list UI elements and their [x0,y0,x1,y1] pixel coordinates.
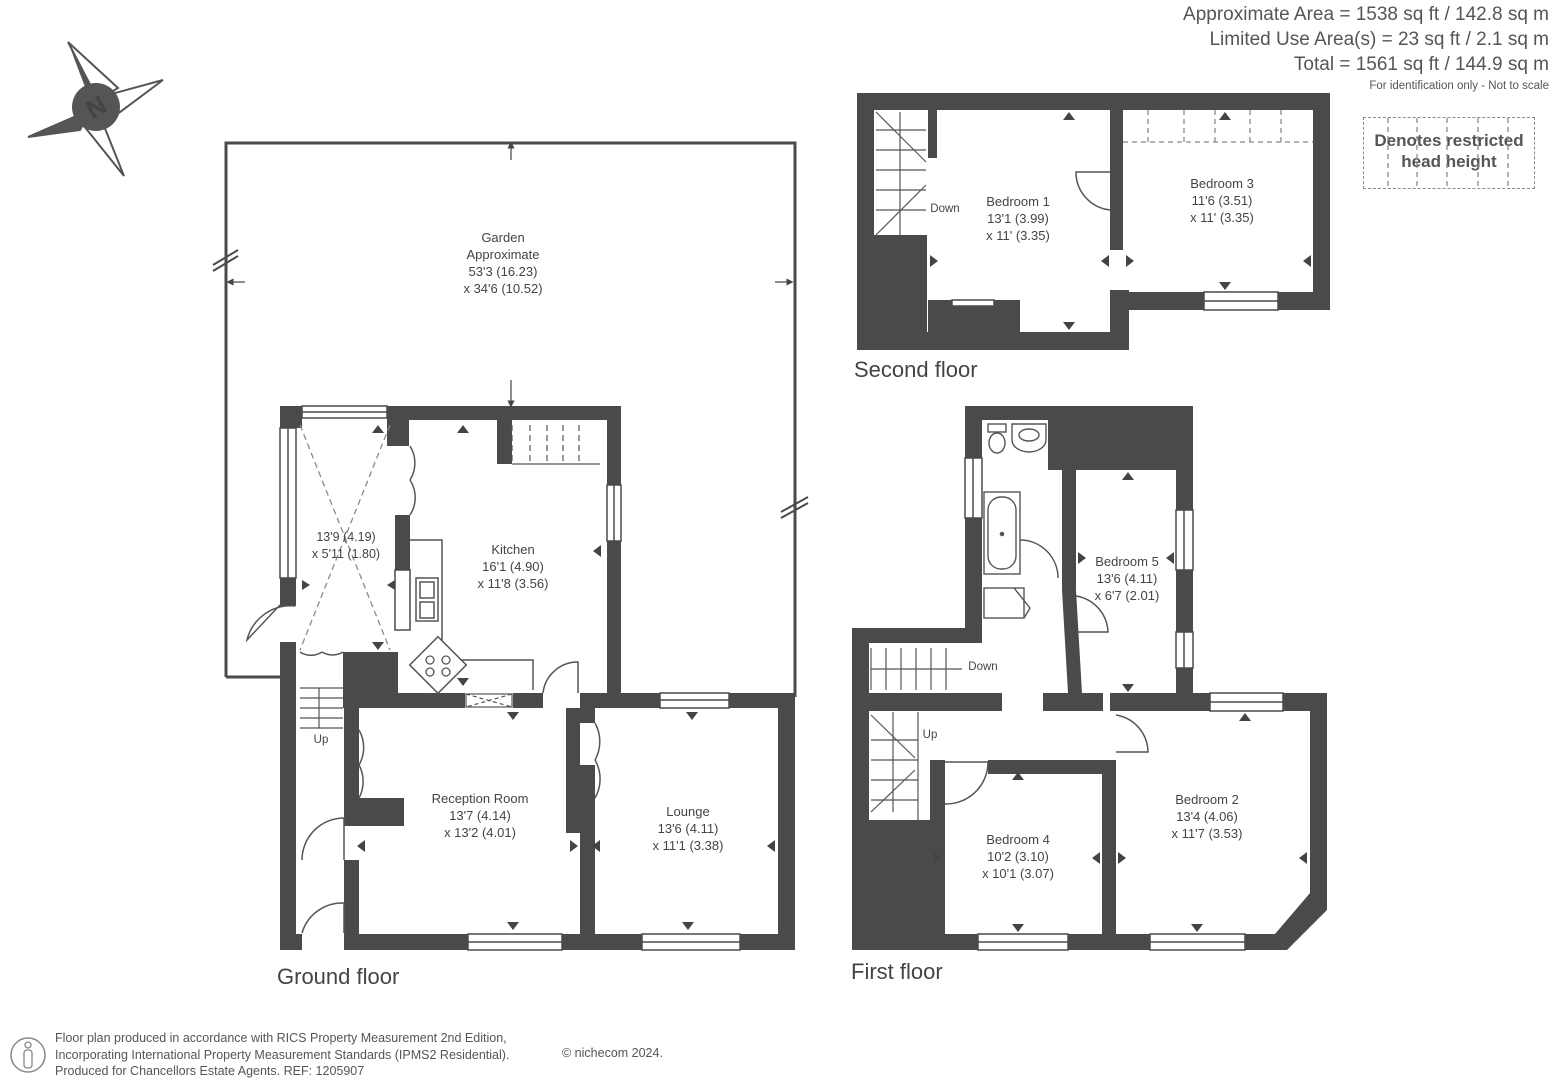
bedroom1-name: Bedroom 1 [986,194,1050,209]
first-floor-walls [852,406,1327,950]
first-stairs-up-label: Up [923,729,938,741]
footer-line-3: Produced for Chancellors Estate Agents. … [55,1064,365,1078]
ground-floor-windows [279,405,741,951]
restricted-height-legend: Denotes restricted head height [1363,117,1535,189]
person-icon [10,1037,46,1073]
dimension-triangles-second [930,112,1311,330]
garden-dim2: x 34'6 (10.52) [463,281,542,296]
second-floor-doors [1075,171,1111,211]
bedroom4-name: Bedroom 4 [986,832,1050,847]
kitchen-name: Kitchen [491,542,534,557]
ground-floor-doors [245,445,601,934]
bedroom1-dim2: x 11' (3.35) [986,228,1050,243]
bedroom2-dim2: x 11'7 (3.53) [1172,826,1243,841]
dimension-triangles-ground [302,425,775,930]
bedroom3-restricted-dashes [1123,110,1313,143]
bedroom5-dim1: 13'6 (4.11) [1097,571,1158,586]
footer-line-1: Floor plan produced in accordance with R… [55,1031,507,1045]
kitchen-dim2: x 11'8 (3.56) [478,576,549,591]
bedroom3-dim1: 11'6 (3.51) [1192,193,1253,208]
bedroom3-name: Bedroom 3 [1190,176,1254,191]
dimension-triangles-first [934,472,1307,932]
conservatory-dim1: 13'9 (4.19) [316,530,375,544]
bedroom1-dim1: 13'1 (3.99) [987,211,1049,226]
bedroom2-name: Bedroom 2 [1175,792,1239,807]
second-floor-stairs [875,111,927,236]
first-floor-stairs [870,648,962,822]
compass-icon: N [27,41,164,177]
ground-stairs-label: Up [314,734,329,746]
first-stairs-down-label: Down [968,661,997,673]
first-floor-title: First floor [851,959,943,984]
approximate-area: Approximate Area = 1538 sq ft / 142.8 sq… [1183,4,1549,25]
hob-icon [408,635,468,695]
bedroom3-dim2: x 11' (3.35) [1190,210,1254,225]
bathroom-fixtures [983,423,1047,619]
scale-note: For identification only - Not to scale [1369,80,1549,92]
conservatory-roof-lines [299,424,391,651]
footer-line-2: Incorporating International Property Mea… [55,1047,510,1062]
first-floor-doors [944,539,1149,805]
footer-notes: Floor plan produced in accordance with R… [55,1030,509,1080]
ground-floor-labels: Garden Approximate 53'3 (16.23) x 34'6 (… [312,230,724,853]
bedroom5-name: Bedroom 5 [1095,554,1159,569]
garden-dim1: 53'3 (16.23) [469,264,538,279]
bedroom4-dim2: x 10'1 (3.07) [982,866,1054,881]
garden-sub: Approximate [467,247,540,262]
second-floor-windows [951,291,1279,311]
bedroom4-dim1: 10'2 (3.10) [987,849,1049,864]
conservatory-dim2: x 5'11 (1.80) [312,547,380,561]
lounge-dim1: 13'6 (4.11) [658,821,719,836]
first-floor-windows [964,457,1284,951]
first-floor-labels: Bedroom 5 13'6 (4.11) x 6'7 (2.01) Bedro… [923,554,1243,881]
bedroom2-dim1: 13'4 (4.06) [1176,809,1238,824]
garden-name: Garden [481,230,524,245]
second-floor-walls [857,93,1330,350]
reception-dim1: 13'7 (4.14) [449,808,511,823]
lounge-dim2: x 11'1 (3.38) [653,838,724,853]
second-floor-labels: Bedroom 1 13'1 (3.99) x 11' (3.35) Bedro… [930,176,1254,243]
legend-line-1: Denotes restricted [1374,131,1524,150]
ground-stairs [300,687,343,729]
reception-dim2: x 13'2 (4.01) [444,825,516,840]
reception-name: Reception Room [432,791,529,806]
kitchen-dim1: 16'1 (4.90) [482,559,544,574]
kitchen-stairs [511,425,600,465]
legend-line-2: head height [1401,152,1497,171]
bedroom5-dim2: x 6'7 (2.01) [1095,588,1160,603]
garden-break-marks [212,249,809,519]
ground-floor-walls [280,406,795,950]
lounge-name: Lounge [666,804,709,819]
second-floor-title: Second floor [854,357,978,382]
dimension-arrows-ground [226,141,794,408]
second-stairs-label: Down [930,203,959,215]
legend-dashes [1387,118,1509,188]
fireplace-icon [465,693,513,708]
ground-floor-title: Ground floor [277,964,400,989]
total-area: Total = 1561 sq ft / 144.9 sq m [1293,54,1549,75]
copyright: © nichecom 2024. [562,1046,663,1060]
limited-use-area: Limited Use Area(s) = 23 sq ft / 2.1 sq … [1209,29,1549,50]
